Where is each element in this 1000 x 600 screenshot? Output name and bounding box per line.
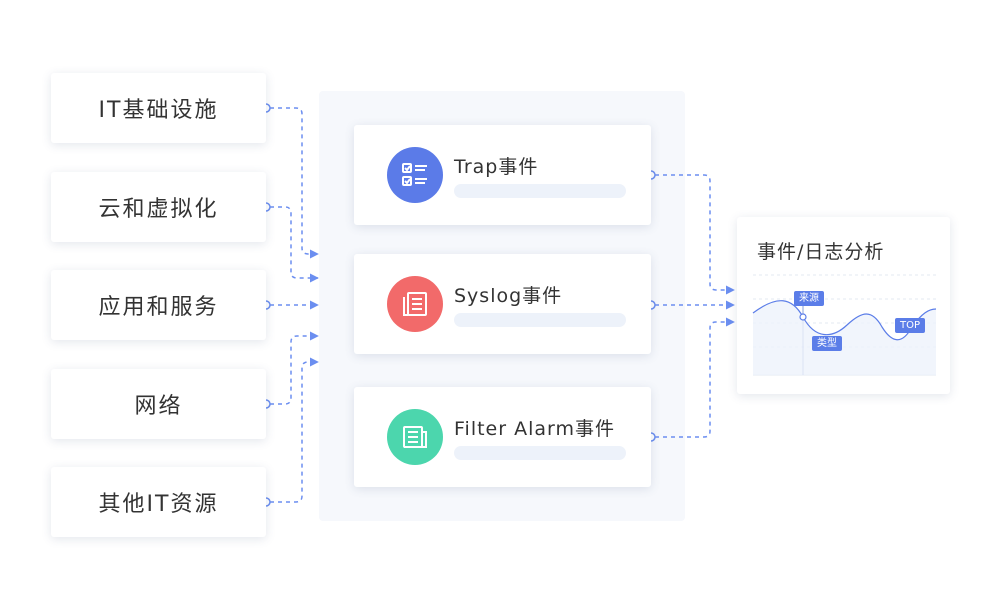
analysis-title: 事件/日志分析 [757, 241, 885, 263]
source-it-infrastructure: IT基础设施 [51, 73, 266, 143]
checklist-icon [387, 147, 443, 203]
event-placeholder-bar [454, 313, 626, 327]
connector-event-3 [655, 317, 735, 438]
newspaper-icon [387, 409, 443, 465]
type-tag: 类型 [812, 336, 842, 351]
event-placeholder-bar [454, 446, 626, 460]
event-title: Filter Alarm事件 [454, 418, 615, 440]
event-title: Trap事件 [454, 156, 539, 178]
source-other-it: 其他IT资源 [51, 467, 266, 537]
event-placeholder-bar [454, 184, 626, 198]
document-list-icon [387, 276, 443, 332]
connector-source-2 [270, 206, 319, 283]
connector-event-1 [655, 174, 735, 295]
source-tag: 来源 [794, 291, 824, 306]
connector-source-5 [270, 357, 319, 503]
event-card-trap: Trap事件 [354, 125, 651, 225]
analysis-chart-illustration [752, 274, 937, 376]
connector-source-1 [270, 107, 319, 259]
source-apps-services: 应用和服务 [51, 270, 266, 340]
top-tag: TOP [895, 318, 926, 333]
analysis-card: 事件/日志分析 来源 类型 TOP [737, 217, 950, 394]
event-title: Syslog事件 [454, 285, 563, 307]
source-cloud-virtualization: 云和虚拟化 [51, 172, 266, 242]
connector-source-4 [270, 331, 319, 405]
source-network: 网络 [51, 369, 266, 439]
event-card-filter-alarm: Filter Alarm事件 [354, 387, 651, 487]
event-card-syslog: Syslog事件 [354, 254, 651, 354]
